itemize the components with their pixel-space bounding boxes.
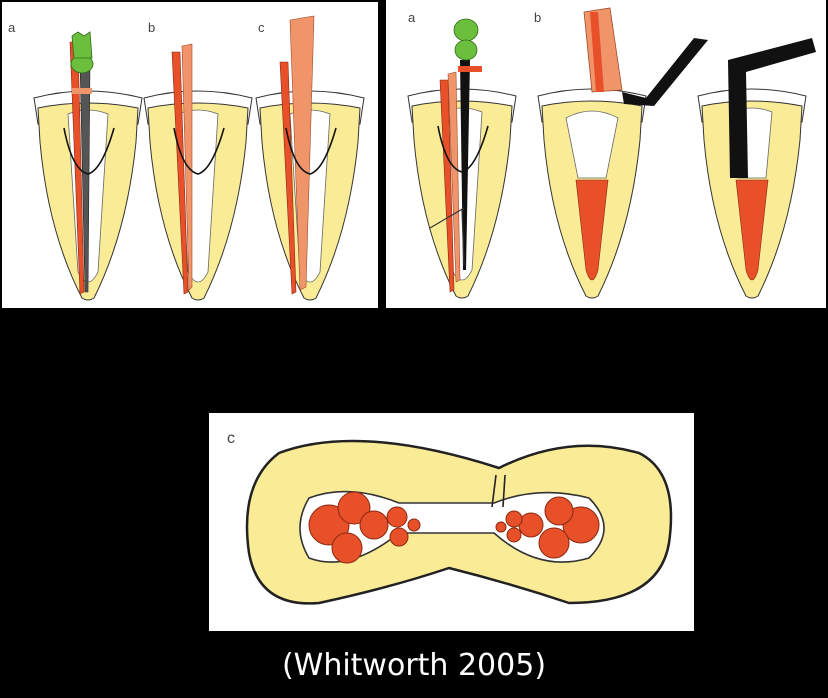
force-arrow bbox=[461, 209, 465, 267]
label-a: a bbox=[408, 10, 416, 25]
tooth-a: a bbox=[407, 10, 517, 299]
accessory-cone bbox=[447, 71, 461, 283]
lateral-condensation-panel: a b c bbox=[2, 2, 378, 308]
label-b: b bbox=[534, 10, 541, 25]
cross-section-panel: c bbox=[209, 413, 694, 631]
master-cone bbox=[439, 79, 455, 293]
label-a: a bbox=[8, 20, 16, 35]
label-c: c bbox=[258, 20, 265, 35]
plugger-handle-icon bbox=[453, 18, 479, 42]
tooth-b: b bbox=[143, 20, 253, 301]
fracture-line bbox=[491, 474, 506, 508]
master-cone bbox=[279, 61, 297, 295]
master-cone bbox=[171, 51, 189, 295]
label-c: c bbox=[227, 430, 235, 447]
tooth-b: b bbox=[534, 7, 708, 299]
accessory-cones-bundle bbox=[289, 15, 315, 291]
label-b: b bbox=[148, 20, 155, 35]
canal-isthmus bbox=[299, 490, 605, 563]
tooth-a: a bbox=[8, 20, 143, 301]
accessory-cone-stub bbox=[72, 88, 92, 94]
tooth-c: c bbox=[255, 15, 365, 301]
accessory-cone bbox=[181, 43, 193, 291]
citation-caption: (Whitworth 2005) bbox=[281, 648, 547, 683]
condensed-gutta-percha bbox=[575, 179, 609, 281]
cej-line bbox=[63, 127, 115, 175]
plugger-icon bbox=[728, 38, 816, 178]
heat-carrier-icon bbox=[622, 38, 708, 106]
gutta-percha-mass-right bbox=[495, 496, 600, 559]
vertical-condensation-panel: a b bbox=[386, 0, 826, 308]
gutta-percha-mass-left bbox=[308, 491, 421, 564]
force-arrow bbox=[429, 207, 465, 229]
tooth-b-plugger bbox=[697, 38, 816, 299]
